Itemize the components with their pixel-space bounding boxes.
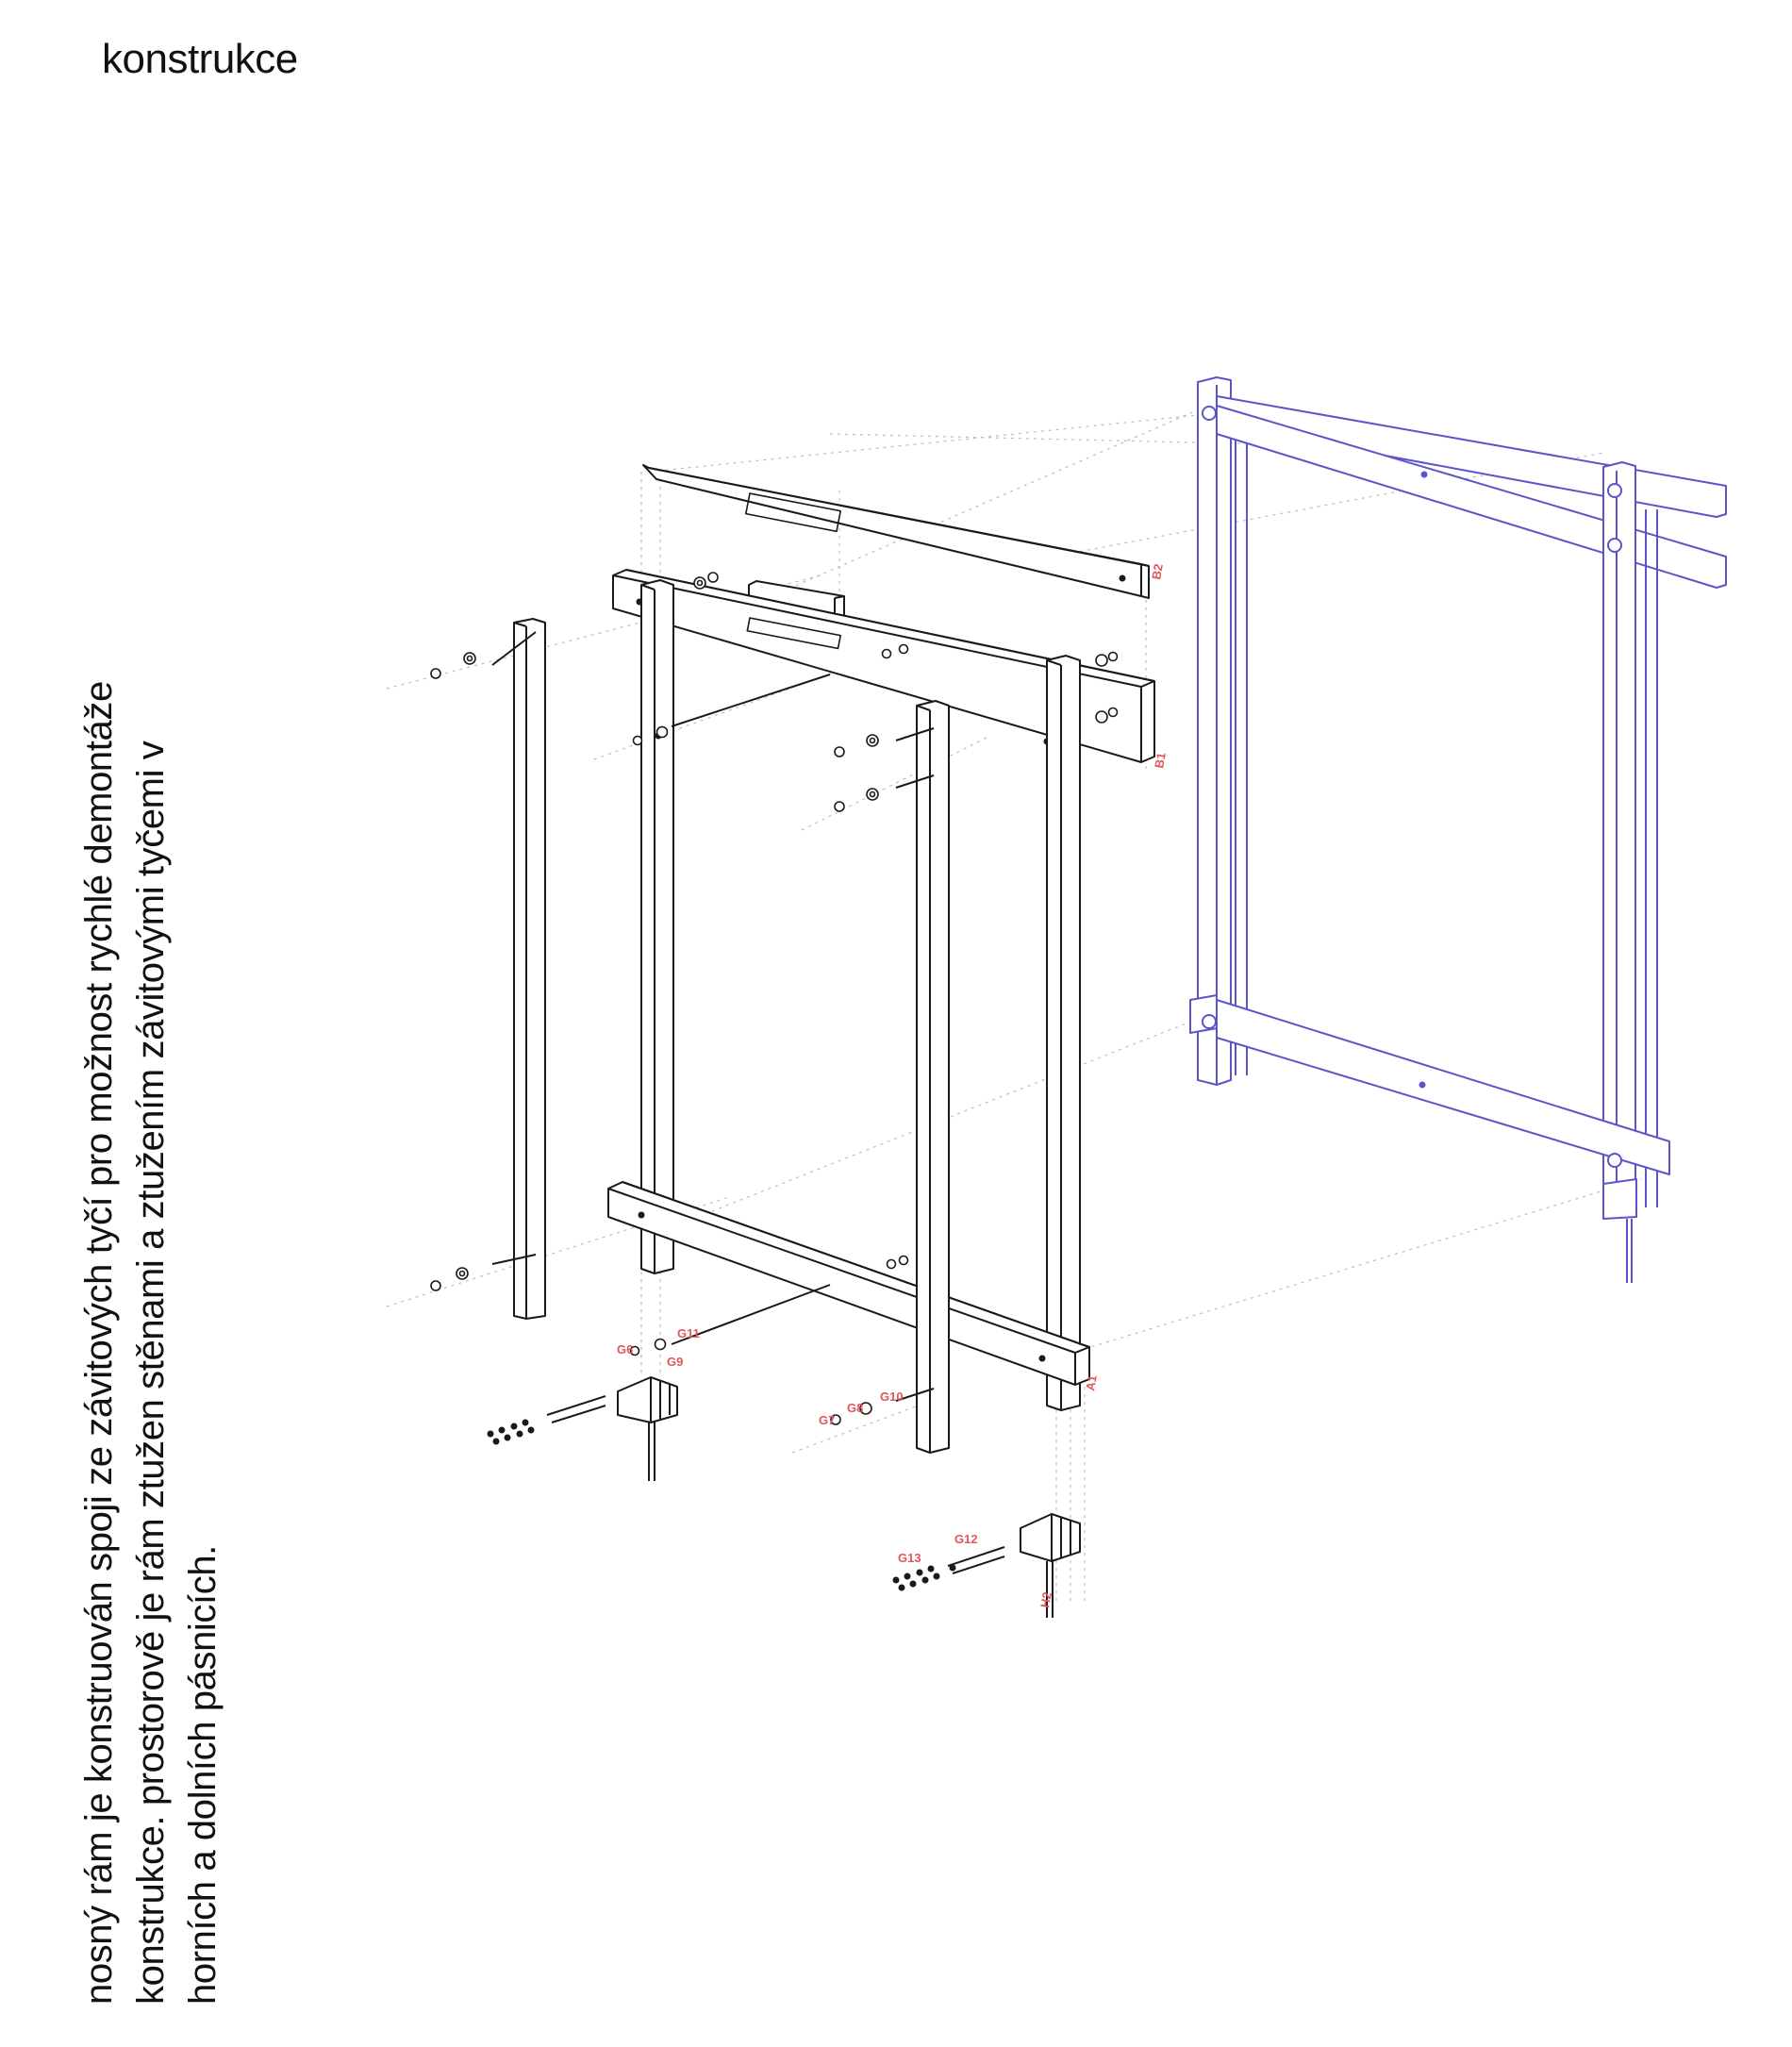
assembly-guide-lines bbox=[386, 405, 1642, 1604]
rod-upper-diagonal bbox=[671, 674, 831, 727]
bracket-left bbox=[617, 1376, 678, 1481]
rod-lower-diagonal bbox=[671, 1284, 831, 1345]
label-g10: G10 bbox=[880, 1390, 904, 1404]
post-left-front bbox=[513, 618, 546, 1320]
label-g8: G8 bbox=[847, 1401, 863, 1415]
label-g11: G11 bbox=[677, 1326, 700, 1340]
bracket-right bbox=[1020, 1513, 1081, 1618]
beam-a1 bbox=[607, 1181, 1090, 1386]
post-right-far bbox=[1046, 655, 1081, 1411]
nut-cluster bbox=[487, 1419, 956, 1591]
assembled-frame bbox=[1189, 376, 1727, 1283]
label-g6: G6 bbox=[617, 1342, 633, 1356]
beam-b2 bbox=[642, 464, 1150, 599]
label-b1: B1 bbox=[1152, 752, 1169, 770]
label-a1: A1 bbox=[1083, 1374, 1100, 1392]
post-front-middle bbox=[916, 700, 950, 1454]
nuts-and-washers bbox=[430, 572, 1119, 1425]
part-labels: B2 B1 A1 H2 G6 G9 G11 G7 G8 G10 G12 G13 bbox=[617, 563, 1169, 1609]
page-title: konstrukce bbox=[102, 36, 298, 82]
label-g9: G9 bbox=[667, 1355, 683, 1369]
label-h2: H2 bbox=[1037, 1591, 1054, 1609]
label-b2: B2 bbox=[1149, 563, 1166, 581]
exploded-parts bbox=[491, 464, 1155, 1618]
post-left-far bbox=[640, 579, 674, 1274]
label-g7: G7 bbox=[819, 1413, 835, 1427]
label-g13: G13 bbox=[898, 1551, 921, 1565]
label-g12: G12 bbox=[954, 1532, 978, 1546]
